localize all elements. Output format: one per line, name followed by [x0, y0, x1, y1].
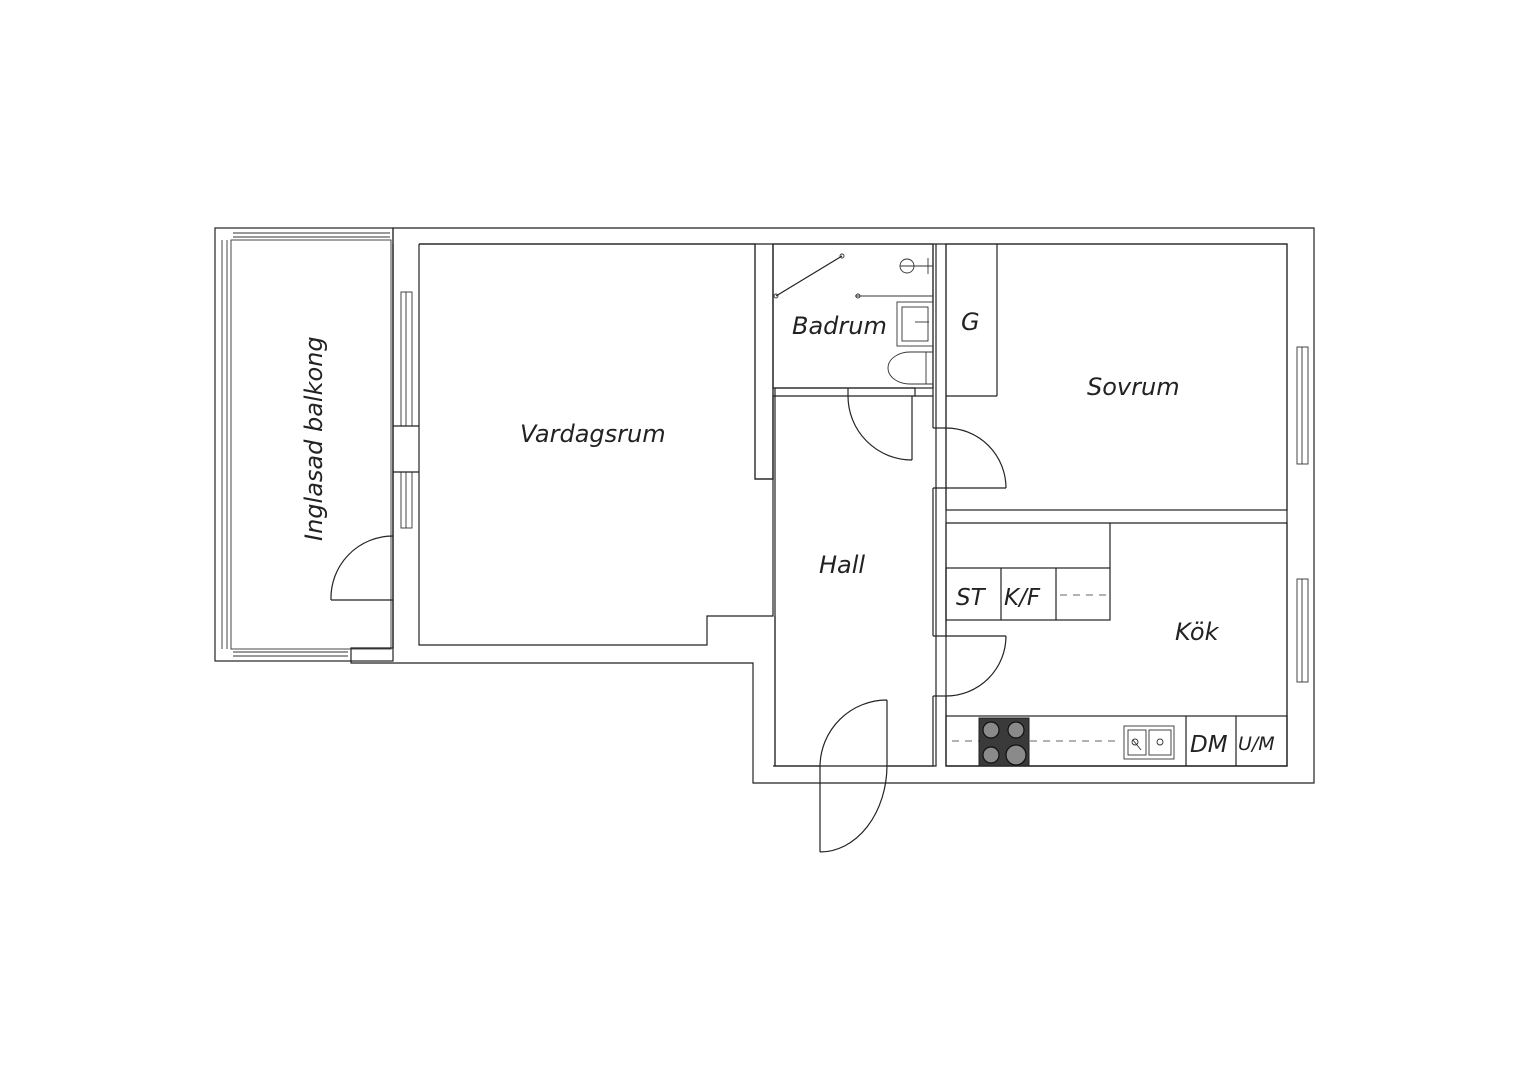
cooktop-icon — [978, 717, 1030, 767]
bathroom-walls — [772, 243, 934, 461]
entrance-door — [819, 699, 888, 853]
fixture-label-st: ST — [956, 585, 987, 611]
fixture-label-dm: DM — [1190, 732, 1228, 758]
room-label-wardrobe: G — [961, 308, 980, 336]
room-label-bathroom: Badrum — [792, 312, 887, 340]
kitchen-walls — [933, 522, 1309, 767]
room-label-balcony: Inglasad balkong — [300, 336, 328, 541]
bedroom-walls — [933, 243, 1309, 511]
room-label-bedroom: Sovrum — [1087, 373, 1180, 401]
room-label-living: Vardagsrum — [520, 420, 666, 448]
room-label-kitchen: Kök — [1175, 618, 1220, 646]
fixture-label-um: U/M — [1238, 733, 1275, 755]
balcony-door — [330, 535, 394, 601]
living-room-walls — [392, 243, 915, 648]
room-label-hall: Hall — [819, 551, 865, 579]
kitchen-sink-icon — [1123, 725, 1175, 760]
hall-walls — [773, 396, 934, 767]
fixture-label-kf: K/F — [1004, 585, 1041, 611]
